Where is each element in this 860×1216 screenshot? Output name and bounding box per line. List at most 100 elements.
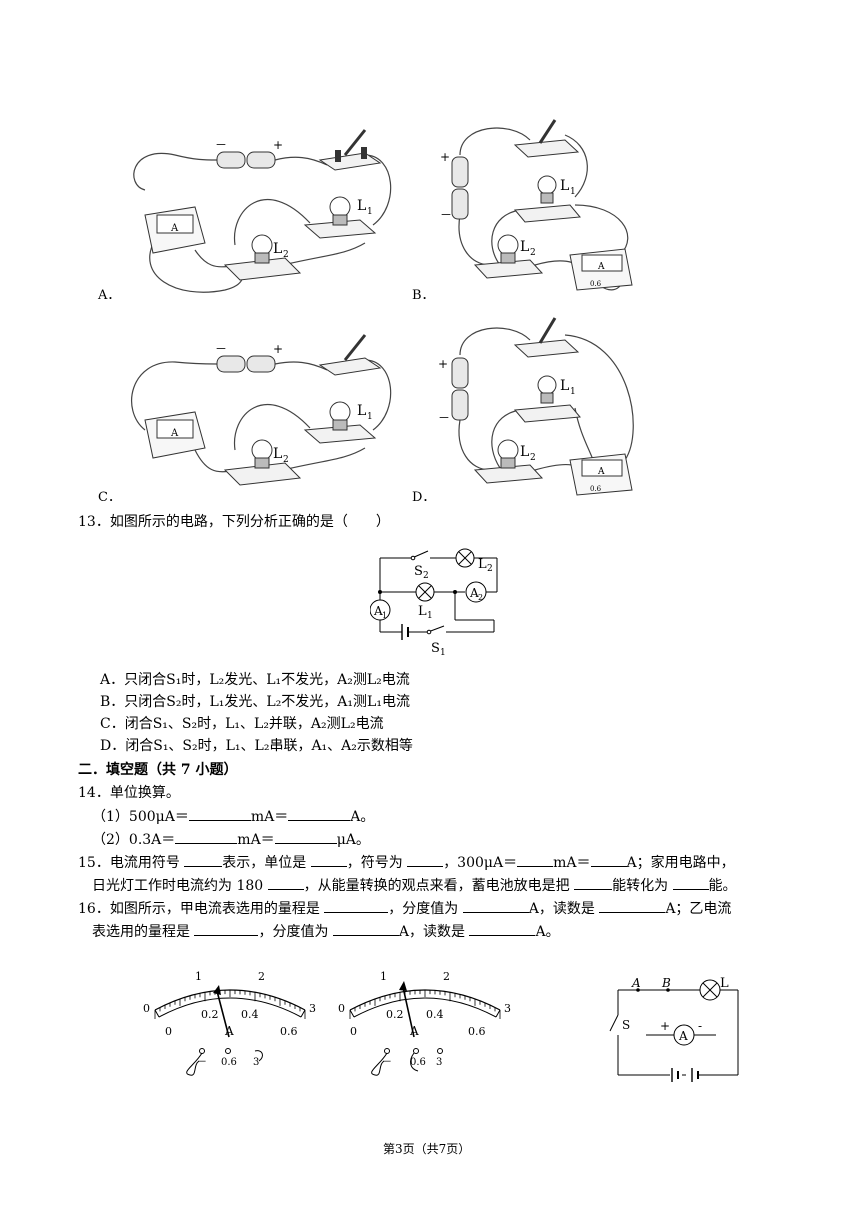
svg-text:+: + — [440, 150, 450, 164]
dial-tick-label: 0.6 — [468, 1025, 486, 1038]
answer-blank[interactable] — [574, 875, 613, 890]
lamp-l2-label: L — [478, 557, 487, 572]
answer-blank[interactable] — [310, 852, 347, 867]
switch-s1-label: S — [431, 641, 440, 656]
svg-text:2: 2 — [283, 250, 289, 260]
q16-line-1: 16．如图所示，甲电流表选用的量程是 ，分度值为 A，读数是 A；乙电流 — [78, 898, 731, 919]
answer-blank[interactable] — [599, 898, 666, 913]
svg-text:+: + — [438, 357, 448, 371]
answer-blank[interactable] — [517, 852, 554, 867]
dial-tick-label: 1 — [380, 970, 387, 983]
svg-text:2: 2 — [478, 593, 483, 602]
q13-option-c[interactable]: C．闭合S₁、S₂时，L₁、L₂并联，A₂测L₂电流 — [100, 716, 384, 732]
lamp-l-label: L — [720, 976, 729, 991]
q13-option-a[interactable]: A．只闭合S₁时，L₂发光、L₁不发光，A₂测L₂电流 — [100, 672, 410, 688]
svg-text:0.6: 0.6 — [221, 1057, 237, 1068]
q12-circuit-d: + － L 1 L 2 A 0.6 — [438, 317, 634, 496]
dial-tick-label: 3 — [309, 1002, 316, 1015]
answer-blank[interactable] — [469, 921, 536, 936]
ammeter-label: A — [678, 1029, 688, 1043]
svg-text:－: － — [440, 208, 452, 222]
ammeter-dial-jia: 0 1 2 3 0 0.2 0.4 0.6 A － 0.6 3 — [143, 970, 316, 1076]
q12-circuit-b: + － L 1 L 2 A 0.6 — [440, 119, 633, 291]
q14-line-1: （1）500μA＝mA＝A。 — [92, 806, 374, 827]
q16-line-2: 表选用的量程是 ，分度值为 A，读数是 A。 — [92, 921, 560, 942]
svg-text:3: 3 — [253, 1057, 259, 1068]
dial-tick-label: 0 — [165, 1025, 172, 1038]
answer-blank[interactable] — [175, 829, 238, 844]
svg-text:2: 2 — [530, 453, 536, 463]
q13-option-d[interactable]: D．闭合S₁、S₂时，L₁、L₂串联，A₁、A₂示数相等 — [100, 738, 413, 754]
answer-blank[interactable] — [194, 921, 259, 936]
ammeter-dial-yi: 0 1 2 3 0 0.2 0.4 0.6 A － 0.6 3 — [338, 970, 511, 1076]
svg-text:－: － — [215, 342, 227, 356]
svg-text:－: － — [382, 1057, 392, 1068]
dial-tick-label: 0 — [350, 1025, 357, 1038]
answer-blank[interactable] — [407, 852, 444, 867]
dial-tick-label: 3 — [504, 1002, 511, 1015]
ammeter-a1-label: A — [373, 604, 383, 618]
battery-minus-label: － — [215, 138, 227, 152]
svg-text:1: 1 — [440, 648, 446, 658]
svg-text:L: L — [357, 403, 366, 419]
svg-text:L: L — [560, 378, 569, 394]
page-footer: 第3页（共7页） — [383, 1142, 471, 1156]
svg-text:A: A — [170, 428, 179, 439]
dial-tick-label: 0.2 — [201, 1008, 219, 1021]
svg-text:3: 3 — [436, 1057, 442, 1068]
node-b-label: B — [661, 976, 671, 990]
answer-blank[interactable] — [288, 806, 351, 821]
dial-tick-label: 2 — [258, 970, 265, 983]
dial-tick-label: 0.4 — [426, 1008, 444, 1021]
answer-blank[interactable] — [274, 829, 337, 844]
q12-option-d-letter[interactable]: D． — [412, 490, 436, 505]
dial-tick-label: 2 — [443, 970, 450, 983]
svg-text:2: 2 — [423, 571, 429, 581]
q12-circuit-a: － + L 1 L 2 A — [133, 129, 392, 293]
dial-unit: A — [409, 1024, 419, 1038]
q14-stem: 14．单位换算。 — [78, 785, 180, 801]
answer-blank[interactable] — [332, 921, 399, 936]
q13-option-b[interactable]: B．只闭合S₂时，L₁发光、L₂不发光，A₁测L₁电流 — [100, 694, 410, 710]
q15-line-2: 日光灯工作时电流约为 180 ，从能量转换的观点来看，蓄电池放电是把 能转化为 … — [92, 875, 737, 896]
dial-unit: A — [224, 1024, 234, 1038]
svg-text:0.6: 0.6 — [590, 280, 602, 288]
svg-text:L: L — [520, 444, 529, 460]
dial-tick-label: 1 — [195, 970, 202, 983]
svg-text:1: 1 — [367, 207, 373, 217]
node-a-label: A — [631, 976, 641, 990]
switch-s-label: S — [622, 1018, 630, 1032]
svg-text:A: A — [597, 262, 605, 272]
svg-text:1: 1 — [570, 387, 576, 397]
q12-option-c-letter[interactable]: C． — [98, 490, 121, 505]
svg-text:1: 1 — [427, 611, 433, 621]
svg-text:L: L — [273, 446, 282, 462]
answer-blank[interactable] — [462, 898, 529, 913]
lamp-l1-label: L — [418, 604, 427, 619]
answer-blank[interactable] — [324, 898, 389, 913]
q16-circuit-diagram: A B L S A + - — [609, 976, 739, 1082]
ammeter-a2-label: A — [469, 586, 479, 600]
switch-s2-label: S — [414, 564, 423, 579]
svg-text:1: 1 — [570, 187, 576, 197]
answer-blank[interactable] — [267, 875, 304, 890]
q12-option-b-letter[interactable]: B． — [412, 288, 435, 303]
svg-text:1: 1 — [382, 611, 387, 620]
svg-text:L: L — [560, 178, 569, 194]
svg-text:0.6: 0.6 — [590, 485, 602, 493]
svg-text:2: 2 — [283, 455, 289, 465]
svg-text:0.6: 0.6 — [410, 1057, 426, 1068]
dial-tick-label: 0.6 — [280, 1025, 298, 1038]
dial-needle — [216, 990, 230, 1038]
answer-blank[interactable] — [188, 806, 251, 821]
svg-text:2: 2 — [487, 564, 493, 574]
answer-blank[interactable] — [184, 852, 223, 867]
q12-option-a-letter[interactable]: A． — [98, 288, 121, 303]
answer-blank[interactable] — [590, 852, 627, 867]
q15-line-1: 15．电流用符号 表示，单位是 ，符号为 ，300μA＝mA＝A；家用电路中， — [78, 852, 735, 873]
section-title: 二．填空题（共 7 小题） — [78, 762, 238, 778]
answer-blank[interactable] — [672, 875, 709, 890]
lamp-l2-label: L — [273, 241, 282, 257]
svg-text:－: － — [197, 1057, 207, 1068]
q13-circuit-diagram: S 2 L 2 L 1 A 2 A 1 S 1 — [370, 548, 498, 658]
